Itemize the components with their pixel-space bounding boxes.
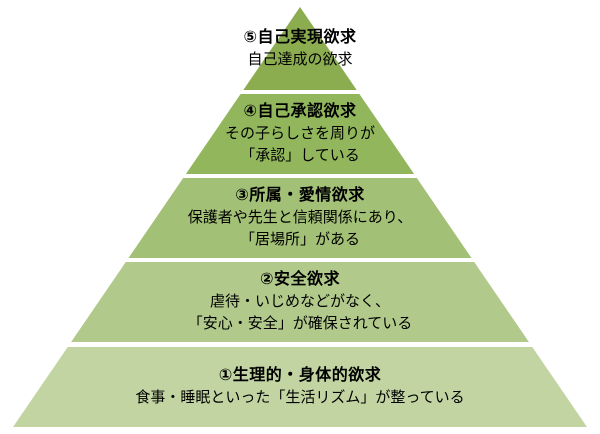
- pyramid-level-3-shape: [128, 178, 472, 258]
- level-3-heading: ③所属・愛情欲求: [235, 187, 365, 204]
- pyramid-level-1-text: ①生理的・身体的欲求 食事・睡眠といった「生活リズム」が整っている: [0, 347, 600, 427]
- pyramid-level-5-text: ⑤自己実現欲求 自己達成の欲求: [0, 7, 600, 90]
- level-5-heading: ⑤自己実現欲求: [243, 28, 357, 46]
- pyramid-level-4-text: ④自己承認欲求 その子らしさを周りが 「承認」している: [0, 94, 600, 174]
- level-4-heading: ④自己承認欲求: [243, 103, 357, 120]
- level-4-line: 「承認」している: [240, 147, 360, 164]
- level-3-line: 保護者や先生と信頼関係にあり、: [187, 209, 413, 226]
- level-2-line: 虐待・いじめなどがなく、: [209, 293, 390, 310]
- pyramid-level-2-shape: [71, 262, 529, 342]
- pyramid-level-1-shape: [13, 347, 587, 427]
- level-1-heading: ①生理的・身体的欲求: [218, 367, 382, 384]
- pyramid-level-3-text: ③所属・愛情欲求 保護者や先生と信頼関係にあり、 「居場所」がある: [0, 178, 600, 258]
- level-2-line: 「安心・安全」が確保されている: [187, 315, 413, 332]
- level-1-line: 食事・睡眠といった「生活リズム」が整っている: [135, 389, 465, 406]
- level-4-line: その子らしさを周りが: [224, 125, 375, 142]
- level-5-line: 自己達成の欲求: [247, 50, 353, 68]
- level-3-line: 「居場所」がある: [239, 231, 360, 248]
- level-2-heading: ②安全欲求: [259, 271, 341, 288]
- pyramid-level-2-text: ②安全欲求 虐待・いじめなどがなく、 「安心・安全」が確保されている: [0, 262, 600, 342]
